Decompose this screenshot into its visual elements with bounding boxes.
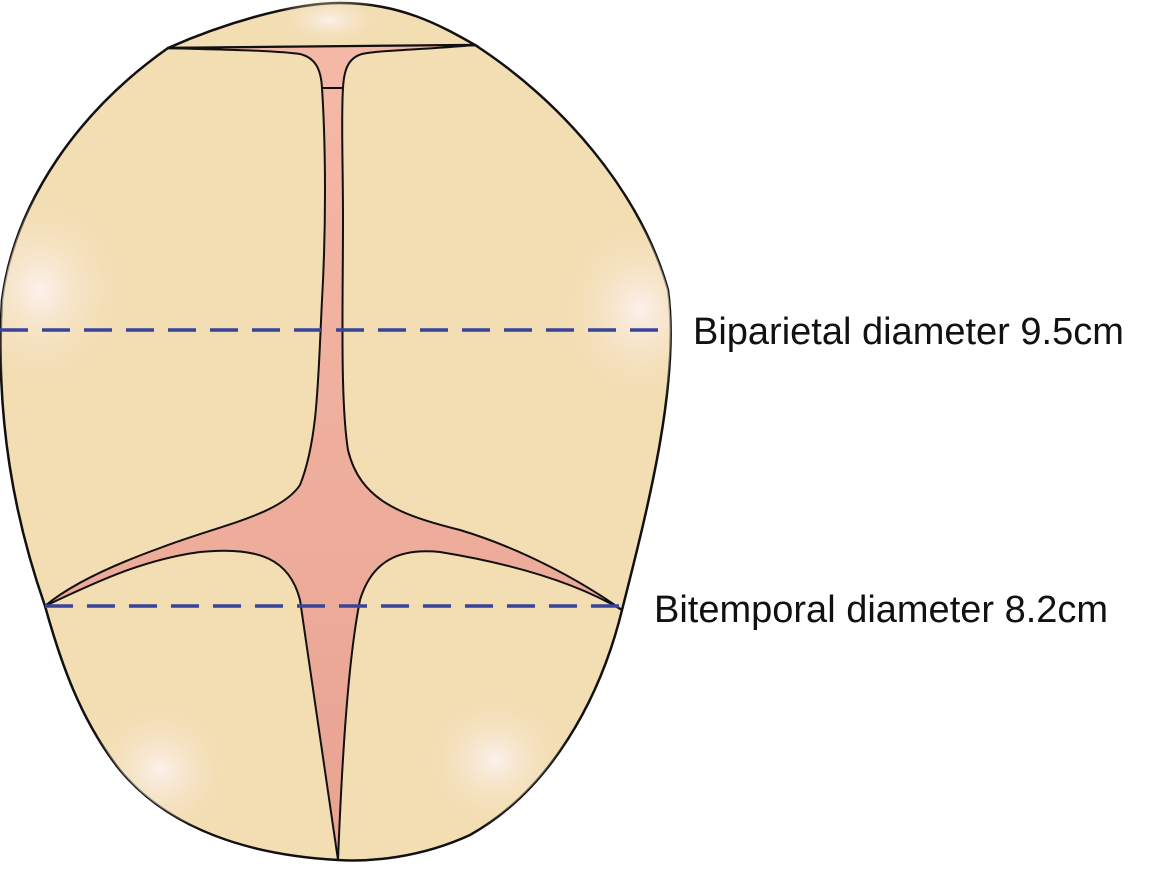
frontal-eminence-right — [420, 690, 570, 830]
frontal-eminence-left — [85, 700, 235, 840]
bitemporal-diameter-label: Bitemporal diameter 8.2cm — [654, 589, 1109, 631]
parietal-eminence-right — [555, 215, 671, 405]
parietal-eminence-left — [0, 190, 130, 390]
sagittal-suture-and-anterior-fontanelle — [44, 87, 623, 861]
occipital-highlight — [275, 0, 385, 45]
biparietal-diameter-label: Biparietal diameter 9.5cm — [693, 311, 1124, 353]
